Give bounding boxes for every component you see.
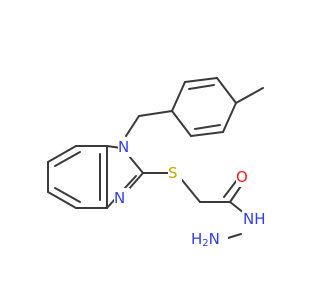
bond bbox=[125, 115, 140, 137]
atom-label-layer: N N S O NH H2N bbox=[114, 137, 272, 249]
oxygen-atom-label: O bbox=[236, 168, 248, 186]
bond bbox=[188, 84, 215, 90]
bond bbox=[235, 87, 264, 104]
bond bbox=[184, 77, 218, 83]
nitrogen-atom-label: N bbox=[114, 189, 125, 207]
amine-nitrogen: N bbox=[209, 230, 220, 248]
bond bbox=[47, 191, 77, 209]
bond bbox=[229, 201, 245, 214]
bond bbox=[227, 233, 242, 239]
bond bbox=[194, 124, 221, 130]
sulfur-atom-label: S bbox=[168, 164, 178, 182]
bond bbox=[123, 175, 137, 190]
bond bbox=[54, 151, 81, 167]
bond bbox=[54, 187, 81, 203]
bond bbox=[181, 179, 201, 203]
subscript-digit: 2 bbox=[202, 238, 208, 249]
bond bbox=[47, 145, 77, 163]
bond bbox=[128, 155, 144, 174]
bond bbox=[216, 77, 237, 104]
nh-group-label: NH bbox=[243, 210, 266, 228]
bond bbox=[138, 110, 173, 117]
bond bbox=[222, 102, 237, 133]
bond bbox=[223, 179, 238, 198]
molecule-structure: N N S O NH H2N bbox=[47, 77, 272, 249]
bond bbox=[127, 172, 144, 191]
bond bbox=[190, 131, 224, 137]
bond bbox=[171, 110, 192, 137]
nitrogen-atom-label: N bbox=[118, 138, 129, 156]
bond bbox=[171, 81, 186, 112]
amine-group-label: H2N bbox=[191, 230, 220, 249]
bond-layer bbox=[47, 77, 264, 239]
